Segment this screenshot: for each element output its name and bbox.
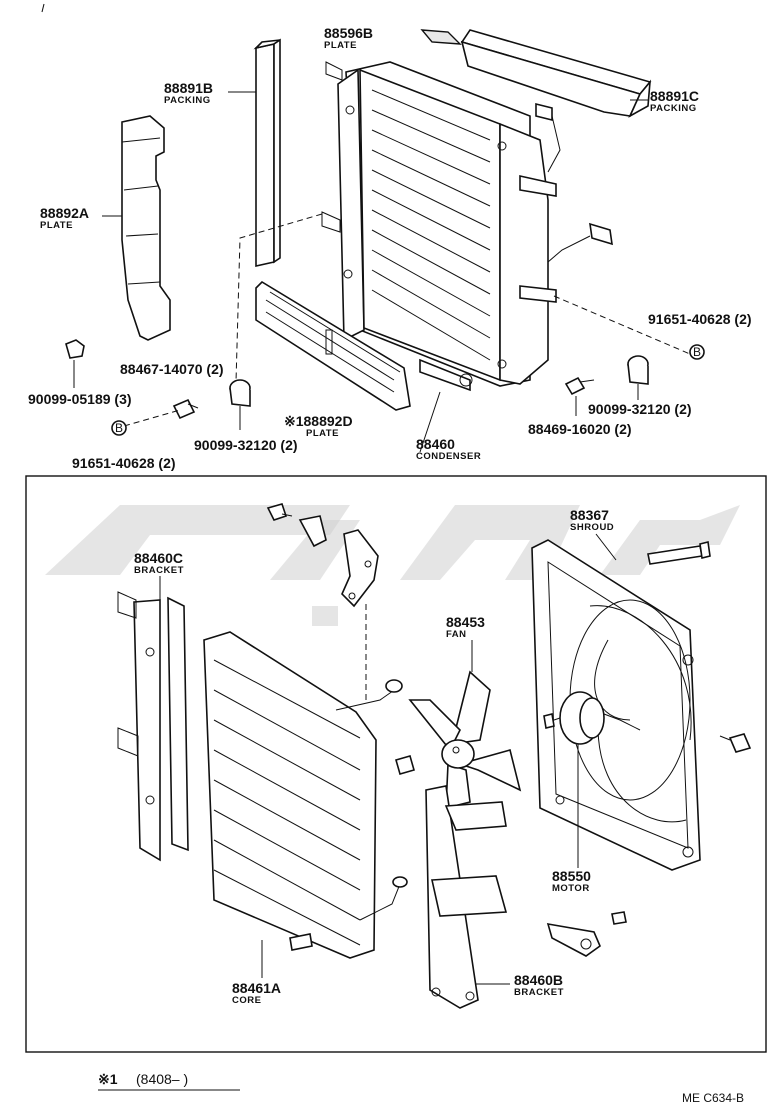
label-88467: 88467-14070 (2) [120, 361, 224, 377]
condenser-88460-drawing [321, 61, 613, 392]
label-88460b: 88460B [514, 972, 563, 988]
label-90099-right: 90099-32120 (2) [588, 401, 692, 417]
name-88460: CONDENSER [416, 451, 481, 462]
footnote-mark: ※1 [98, 1071, 118, 1087]
label-88892d: ※188892D [284, 413, 353, 429]
leader-88460 [419, 391, 441, 453]
marker-b-left: B [111, 420, 127, 436]
label-88367: 88367 [570, 507, 609, 523]
name-88596b: PLATE [324, 40, 357, 51]
label-88461a: 88461A [232, 980, 281, 996]
shroud-88367-drawing [531, 539, 752, 871]
corner-mark [41, 3, 45, 13]
plate-88892d-drawing [255, 280, 411, 411]
dashline-1 [235, 213, 323, 383]
footnote-text: (8408– ) [136, 1071, 188, 1087]
label-90099-05189: 90099-05189 (3) [28, 391, 132, 407]
fan-88453-drawing [408, 670, 522, 810]
marker-b-right: B [689, 344, 705, 360]
name-88891b: PACKING [164, 95, 211, 106]
label-88891c: 88891C [650, 88, 699, 104]
detail-frame [25, 475, 767, 1053]
name-88892d: PLATE [306, 428, 339, 439]
packing-88891c-drawing [460, 29, 652, 118]
bracket-88460c-drawing [117, 591, 189, 862]
hardware-top-drawing [65, 339, 649, 420]
bracket-88460b-drawing [425, 785, 508, 1009]
label-91651-right: 91651-40628 (2) [648, 311, 752, 327]
label-91651-left: 91651-40628 (2) [72, 455, 176, 471]
name-88367: SHROUD [570, 522, 614, 533]
name-88460c: BRACKET [134, 565, 184, 576]
label-88460c: 88460C [134, 550, 183, 566]
name-88891c: PACKING [650, 103, 697, 114]
motor-88550-drawing [543, 691, 641, 745]
label-88892a: 88892A [40, 205, 89, 221]
diagram-code: ME C634-B [682, 1091, 744, 1105]
name-88453: FAN [446, 629, 467, 640]
clamp-hardware-drawing [266, 503, 415, 775]
label-88596b: 88596B [324, 25, 373, 41]
leader-88367 [595, 533, 617, 561]
label-88469: 88469-16020 (2) [528, 421, 632, 437]
svg-text:B: B [115, 421, 123, 435]
plate-88596b-drawing [420, 29, 462, 45]
name-88550: MOTOR [552, 883, 590, 894]
dashline-3 [123, 409, 181, 427]
packing-88891b-drawing [253, 38, 281, 267]
label-90099-left: 90099-32120 (2) [194, 437, 298, 453]
core-88461a-drawing [203, 631, 408, 959]
name-88461a: CORE [232, 995, 261, 1006]
label-88550: 88550 [552, 868, 591, 884]
label-88460: 88460 [416, 436, 455, 452]
svg-text:B: B [693, 345, 701, 359]
label-88453: 88453 [446, 614, 485, 630]
plate-88892a-drawing [121, 115, 171, 341]
dashline-2 [553, 295, 691, 355]
clip-hardware-drawing [546, 911, 627, 957]
name-88460b: BRACKET [514, 987, 564, 998]
label-88891b: 88891B [164, 80, 213, 96]
name-88892a: PLATE [40, 220, 73, 231]
